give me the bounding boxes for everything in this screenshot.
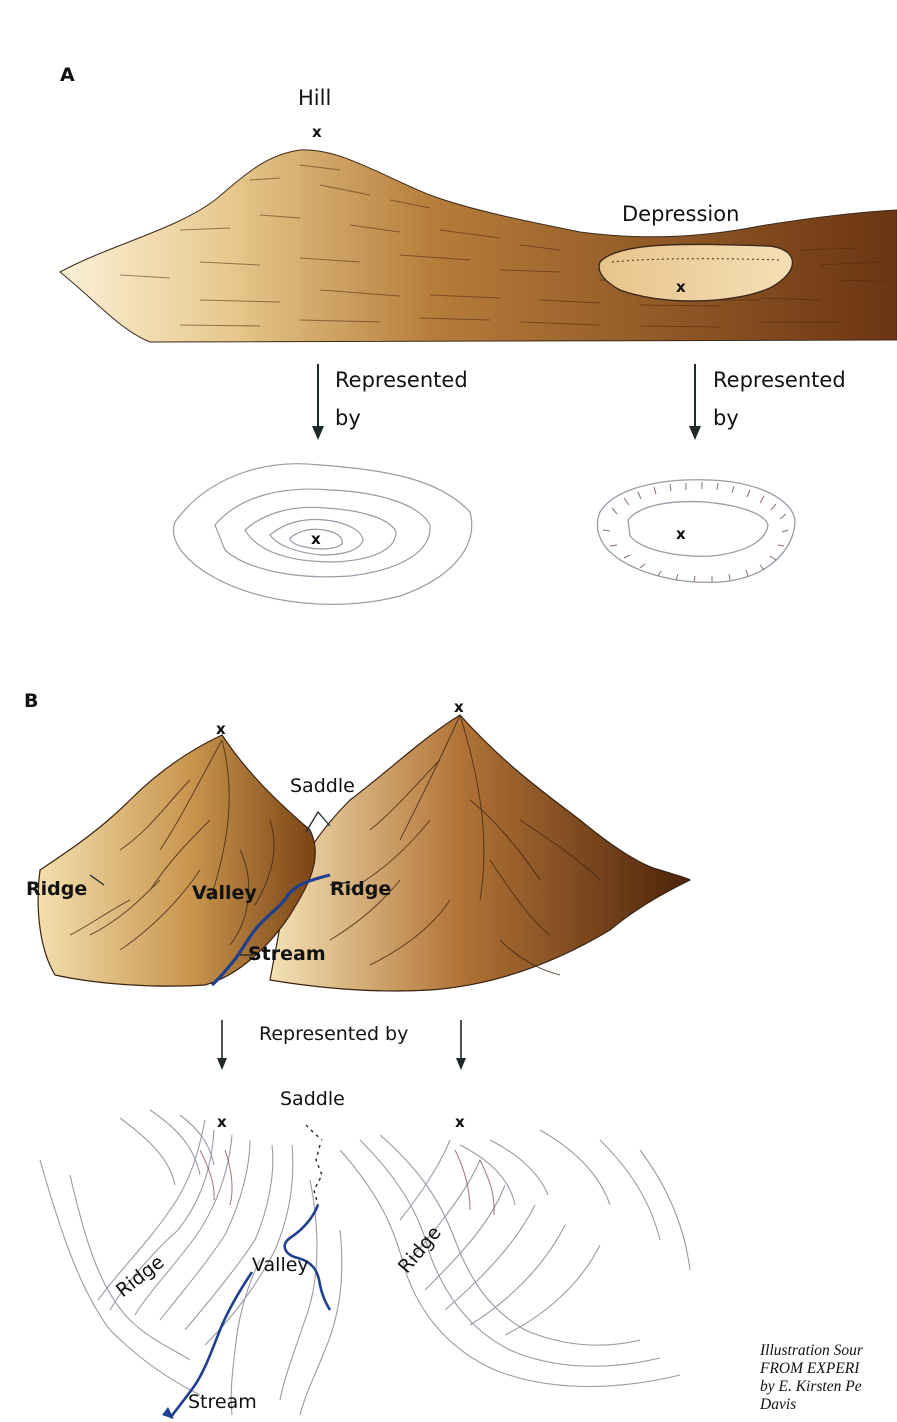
saddle-dashes: [306, 1125, 322, 1205]
caption-line-2: FROM EXPERI: [760, 1360, 897, 1378]
map-valley-label: Valley: [252, 1256, 309, 1275]
arrow-left-mountain-to-map: [217, 1020, 227, 1070]
panel-a-letter: A: [60, 66, 75, 85]
map-stream-arrowhead: [162, 1407, 174, 1419]
represented-by-label: Represented by: [259, 1025, 408, 1044]
left-peak-marker: x: [216, 722, 226, 737]
depression-contour-map: [597, 480, 795, 583]
map-saddle-label: Saddle: [280, 1090, 345, 1109]
valley-label: Valley: [192, 884, 257, 903]
hill-label: Hill: [298, 88, 331, 109]
mountains-contour-map: [40, 1110, 690, 1415]
saddle-label: Saddle: [290, 777, 355, 796]
depression-hachures: [603, 482, 788, 582]
map-stream-label: Stream: [188, 1393, 257, 1412]
represented-by-left-line1: Represented: [335, 370, 468, 391]
arrow-hill-to-map: [312, 364, 324, 440]
represented-by-right-line2: by: [713, 408, 739, 429]
depression-map-marker: x: [676, 527, 686, 542]
hill-map-marker: x: [311, 532, 321, 547]
represented-by-right-line1: Represented: [713, 370, 846, 391]
represented-by-left-line2: by: [335, 408, 361, 429]
caption-line-4: Davis: [760, 1396, 897, 1414]
hill-depression-landscape: [60, 150, 897, 342]
ridge-label-left: Ridge: [26, 880, 87, 899]
stream-label: Stream: [248, 945, 326, 964]
caption-line-3: by E. Kirsten Pe: [760, 1378, 897, 1396]
illustration-source-caption: Illustration Sour FROM EXPERI by E. Kirs…: [760, 1342, 897, 1414]
arrow-right-mountain-to-map: [456, 1020, 466, 1070]
right-mountain: [270, 715, 690, 991]
map-left-peak-marker: x: [217, 1115, 227, 1130]
map-right-peak-marker: x: [455, 1115, 465, 1130]
ridge-label-right: Ridge: [330, 880, 391, 899]
arrow-depression-to-map: [689, 364, 701, 440]
hill-contour-map: [173, 464, 471, 605]
depression-label: Depression: [622, 204, 739, 225]
hill-summit-marker: x: [312, 125, 322, 140]
caption-line-1: Illustration Sour: [760, 1342, 897, 1360]
right-peak-marker: x: [454, 700, 464, 715]
depression-marker: x: [676, 280, 686, 295]
panel-b-letter: B: [24, 692, 38, 711]
mountains-illustration: [38, 715, 690, 991]
